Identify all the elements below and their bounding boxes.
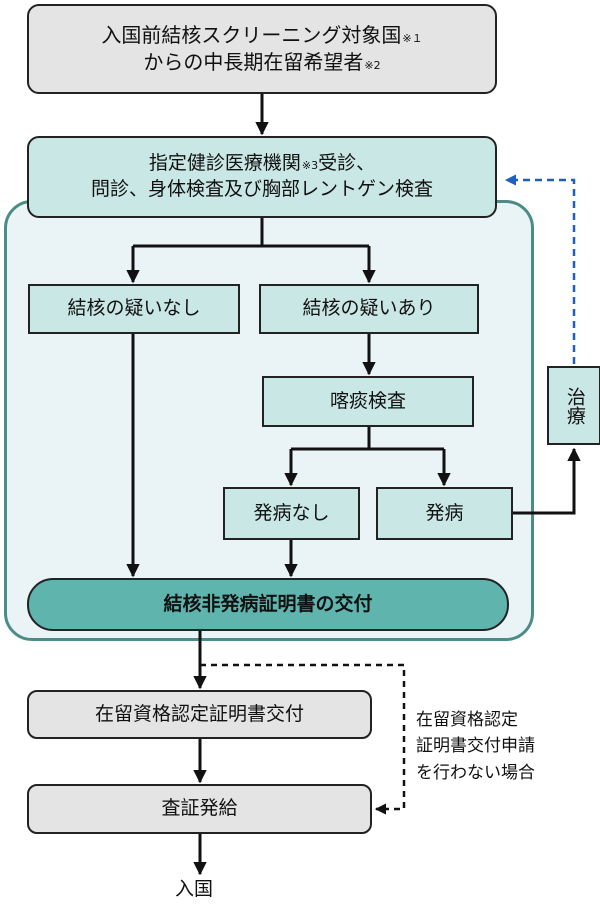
suspicion-box: 結核の疑いあり [259,284,479,334]
dashed-skip-coe-arrow [200,663,406,815]
onset-box: 発病 [376,487,513,540]
start-note-2: ※2 [364,59,381,72]
skip-coe-note-line-2: 証明書交付申請 [416,736,535,757]
clinic-box: 指定健診医療機関※3受診、 問診、身体検査及び胸部レントゲン検査 [27,136,497,218]
coe-box: 在留資格認定証明書交付 [27,690,372,739]
clinic-text-1a: 指定健診医療機関 [148,152,301,175]
start-box: 入国前結核スクリーニング対象国※１ からの中長期在留希望者※2 [27,4,497,94]
start-text-1: 入国前結核スクリーニング対象国 [101,23,402,47]
dashed-treatment-to-clinic-arrow [504,174,576,364]
start-note-1: ※１ [402,32,423,45]
start-line-1: 入国前結核スクリーニング対象国※１ [101,22,422,49]
start-line-2: からの中長期在留希望者※2 [143,49,380,76]
no-suspicion-box: 結核の疑いなし [28,284,240,334]
treatment-box: 治療 [547,366,600,445]
certificate-box: 結核非発病証明書の交付 [27,578,509,631]
clinic-line-1: 指定健診医療機関※3受診、 [149,151,375,177]
start-text-2: からの中長期在留希望者 [143,50,364,74]
visa-box: 査証発給 [27,784,372,834]
entry-label: 入国 [175,878,214,900]
clinic-line-2: 問診、身体検査及び胸部レントゲン検査 [90,178,433,200]
clinic-note: ※3 [301,159,319,173]
no-onset-box: 発病なし [223,487,360,540]
skip-coe-note: 在留資格認定 証明書交付申請 を行わない場合 [416,707,535,786]
skip-coe-note-line-1: 在留資格認定 [416,710,518,730]
skip-coe-note-line-3: を行わない場合 [416,762,535,783]
sputum-test-box: 喀痰検査 [262,376,474,427]
arrow-onset-to-treatment [513,447,581,515]
clinic-text-1b: 受診、 [318,152,376,175]
treatment-label: 治療 [563,386,586,425]
